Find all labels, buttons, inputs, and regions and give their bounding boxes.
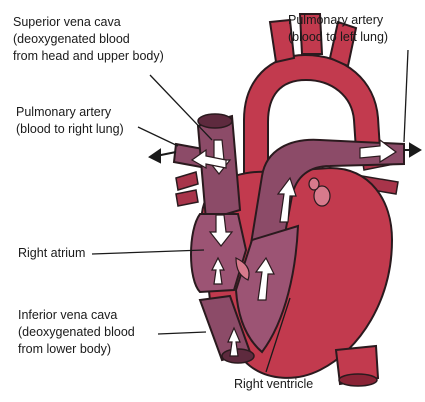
ivc-line-2: (deoxygenated blood bbox=[18, 324, 135, 341]
label-superior-vena-cava: Superior vena cava (deoxygenated blood f… bbox=[13, 14, 164, 65]
aorta-opening bbox=[339, 374, 377, 386]
label-right-atrium: Right atrium bbox=[18, 245, 85, 262]
right-atrium-text: Right atrium bbox=[18, 245, 85, 262]
svc-line-3: from head and upper body) bbox=[13, 48, 164, 65]
right-ventricle-text: Right ventricle bbox=[234, 376, 313, 393]
label-pulmonary-artery-right: Pulmonary artery (blood to right lung) bbox=[16, 104, 124, 138]
svc-line-1: Superior vena cava bbox=[13, 14, 164, 31]
ivc-line-1: Inferior vena cava bbox=[18, 307, 135, 324]
ivc-line-3: from lower body) bbox=[18, 341, 135, 358]
svc-opening bbox=[198, 114, 232, 128]
label-pulmonary-artery-left: Pulmonary artery (blood to left lung) bbox=[288, 12, 388, 46]
pa-left-line-1: Pulmonary artery bbox=[288, 12, 388, 29]
pa-right-line-2: (blood to right lung) bbox=[16, 121, 124, 138]
svc-line-2: (deoxygenated blood bbox=[13, 31, 164, 48]
label-right-ventricle: Right ventricle bbox=[234, 376, 313, 393]
label-inferior-vena-cava: Inferior vena cava (deoxygenated blood f… bbox=[18, 307, 135, 358]
pa-left-line-2: (blood to left lung) bbox=[288, 29, 388, 46]
pa-right-line-1: Pulmonary artery bbox=[16, 104, 124, 121]
